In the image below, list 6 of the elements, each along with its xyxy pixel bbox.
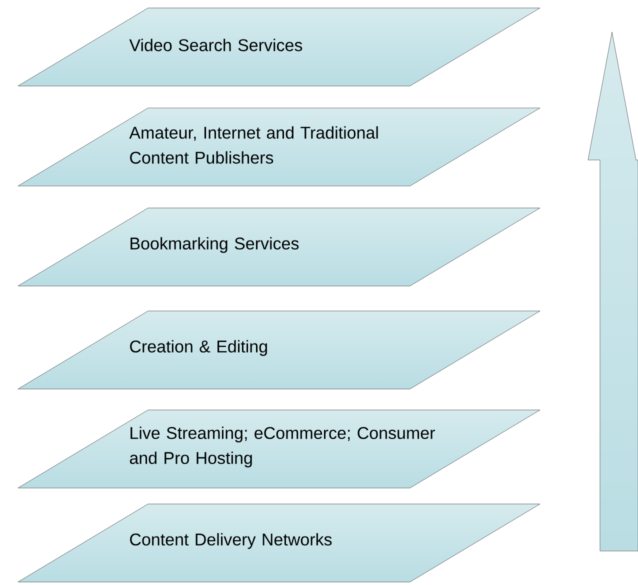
layer-parallelogram: Bookmarking Services xyxy=(18,208,540,286)
layer-parallelogram: Creation & Editing xyxy=(18,310,540,390)
layer-parallelogram: Live Streaming; eCommerce; Consumer and Pro Hosting xyxy=(18,410,540,488)
layer-parallelogram: Content Delivery Networks xyxy=(18,504,540,582)
layer-parallelogram: Amateur, Internet and Traditional Content Publishers xyxy=(18,108,540,186)
layer-parallelogram: Video Search Services xyxy=(18,8,540,86)
